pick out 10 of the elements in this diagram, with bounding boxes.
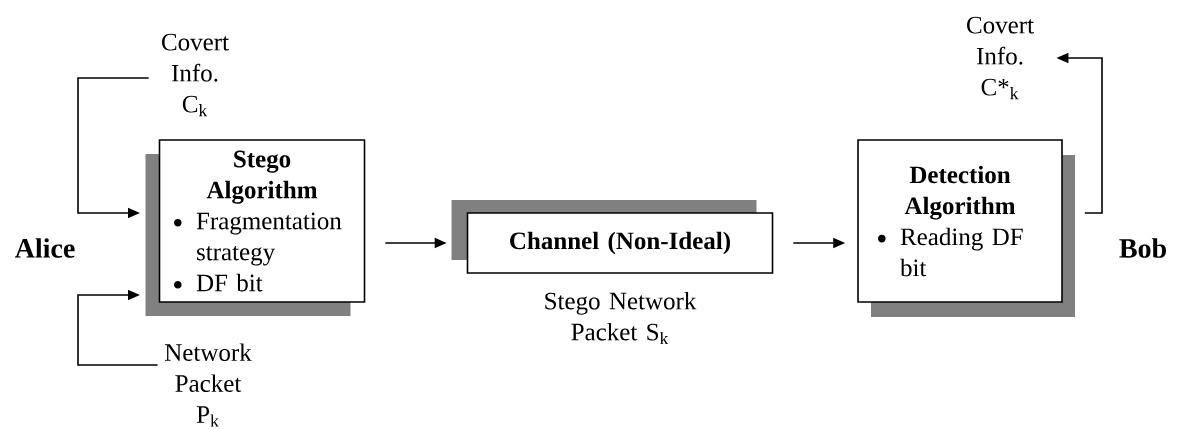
party-label: Alice: [14, 238, 75, 258]
channel-box: Channel (Non-Ideal): [451, 200, 774, 274]
party-label: Bob: [1119, 238, 1166, 258]
process-box: Detection Algorithm Reading DF bit: [857, 139, 1075, 317]
signal-label: Covert Info. C$_{k}$: [162, 33, 229, 117]
process-box: Stego Algorithm Fragmentation strategy DF bit: [145, 139, 366, 316]
signal-label: Covert Info. C*$_{k}$: [967, 16, 1034, 100]
caption-text: Stego Network Packet S$_{k}$: [545, 291, 697, 345]
signal-label: Network Packet P$_{k}$: [165, 343, 252, 427]
arrow: [77, 289, 159, 366]
